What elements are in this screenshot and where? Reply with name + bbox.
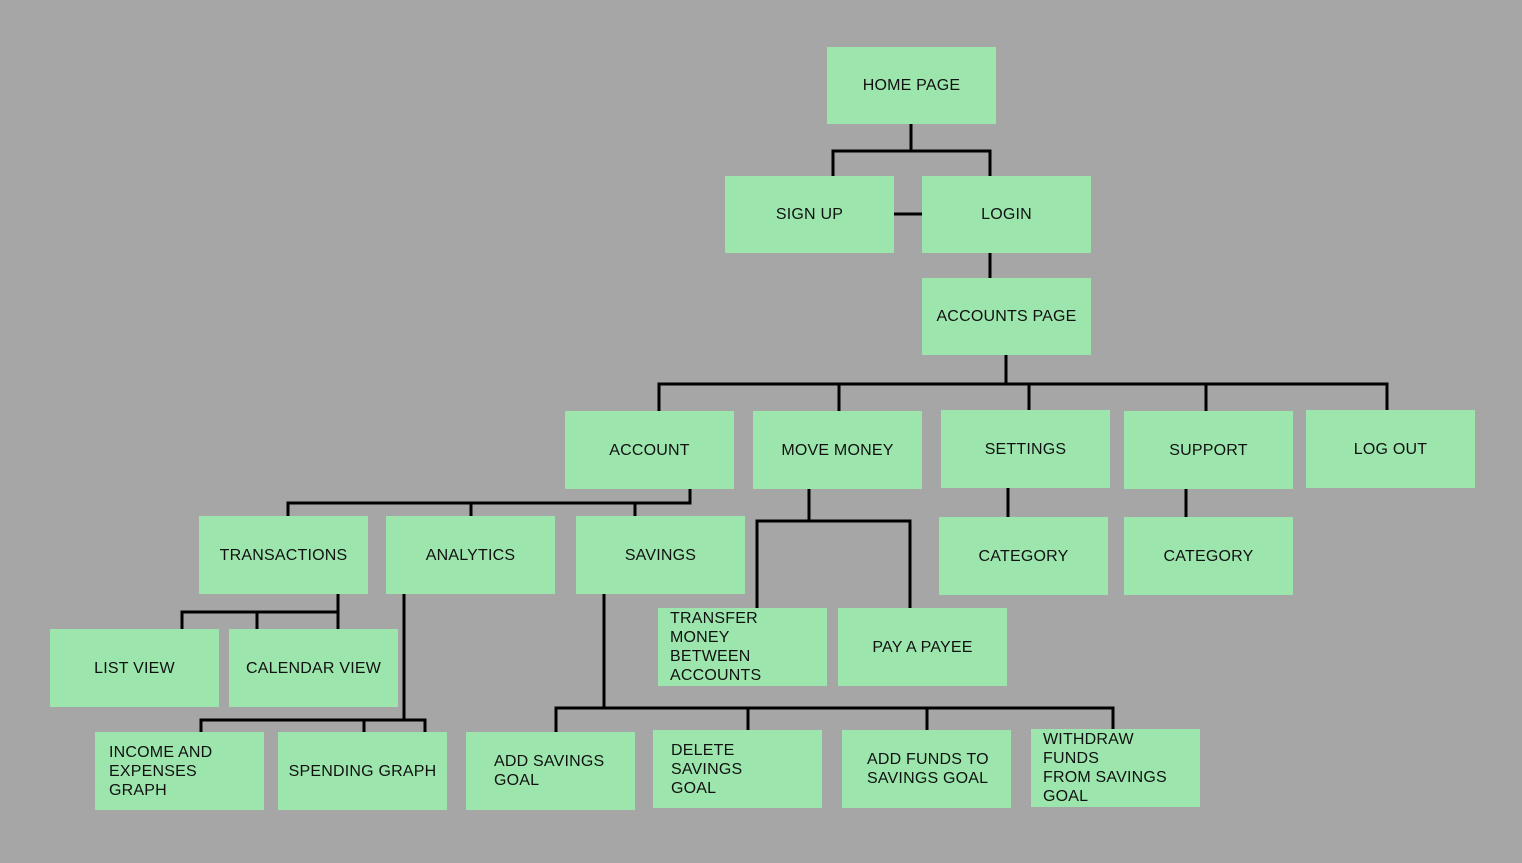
node-settings: SETTINGS [941,410,1110,488]
node-move-money: MOVE MONEY [753,411,922,489]
node-log-out: LOG OUT [1306,410,1475,488]
node-transfer-money: TRANSFER MONEY BETWEEN ACCOUNTS [658,608,827,686]
connector-transactions [180,592,340,631]
node-list-view: LIST VIEW [50,629,219,707]
node-income-expenses-graph: INCOME AND EXPENSES GRAPH [95,732,264,810]
connector-savings [554,592,1115,734]
node-withdraw-funds: WITHDRAW FUNDS FROM SAVINGS GOAL [1031,729,1200,807]
node-savings: SAVINGS [576,516,745,594]
node-settings-category: CATEGORY [939,517,1108,595]
node-calendar-view: CALENDAR VIEW [229,629,398,707]
node-add-savings-goal: ADD SAVINGS GOAL [466,732,635,810]
node-sign-up: SIGN UP [725,176,894,253]
node-home-page: HOME PAGE [827,47,996,124]
node-support-category: CATEGORY [1124,517,1293,595]
connector-move-money [755,487,912,609]
node-login: LOGIN [922,176,1091,253]
node-transactions: TRANSACTIONS [199,516,368,594]
connector-analytics [199,592,427,734]
node-accounts-page: ACCOUNTS PAGE [922,278,1091,355]
node-delete-savings-goal: DELETE SAVINGS GOAL [653,730,822,808]
node-pay-a-payee: PAY A PAYEE [838,608,1007,686]
node-account: ACCOUNT [565,411,734,489]
connector-home [831,122,992,178]
node-add-funds: ADD FUNDS TO SAVINGS GOAL [842,730,1011,808]
connector-account [286,487,692,518]
node-spending-graph: SPENDING GRAPH [278,732,447,810]
node-analytics: ANALYTICS [386,516,555,594]
connector-accounts [657,353,1389,413]
node-support: SUPPORT [1124,411,1293,489]
